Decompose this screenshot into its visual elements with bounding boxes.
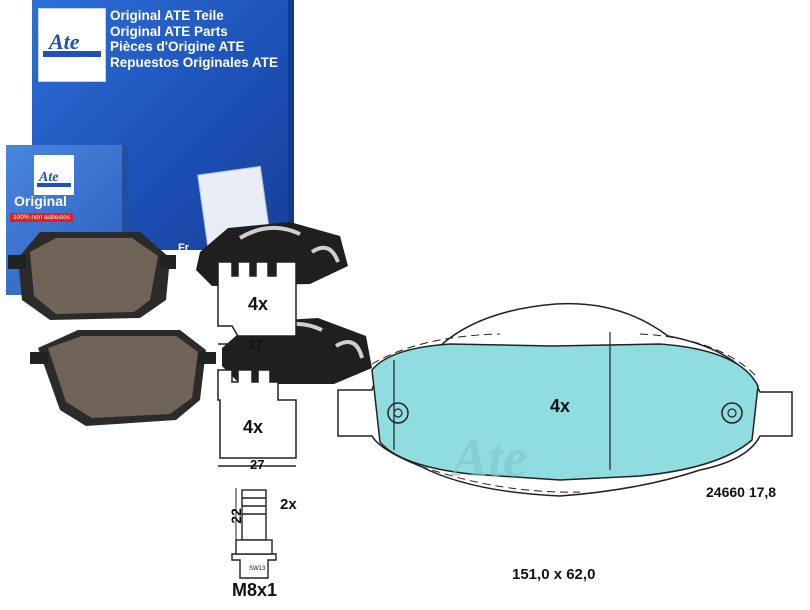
bolt-drawing <box>231 488 277 579</box>
ate-watermark: Ate <box>449 428 527 488</box>
brake-pad-photo-2 <box>30 330 216 426</box>
main-pad-diagram: Ate <box>337 302 793 497</box>
original-label: Original <box>14 193 67 209</box>
small-pad-quantity-1: 4x <box>248 294 269 314</box>
brake-pad-photo-1 <box>8 232 176 320</box>
box-label: Original ATE Teile Original ATE Parts Pi… <box>110 8 278 70</box>
box-line-de: Original ATE Teile <box>110 8 224 23</box>
bolt-length: 22 <box>227 508 244 524</box>
main-pad-quantity: 4x <box>550 396 571 416</box>
small-pad-outline-1 <box>217 261 297 345</box>
bolt-quantity: 2x <box>280 496 297 513</box>
small-logo-text: Ate <box>38 170 58 185</box>
ate-logo: Ate <box>38 8 106 82</box>
backing-plate-1 <box>196 222 348 286</box>
box-line-en: Original ATE Parts <box>110 23 228 39</box>
box-side-label: Fr <box>178 242 189 254</box>
part-code: 24660 17,8 <box>706 484 777 500</box>
small-pad-width-2: 27 <box>250 457 265 472</box>
box-line-es: Repuestos Originales ATE <box>110 54 279 70</box>
small-pad-width-1: 27 <box>248 337 263 352</box>
bolt-thread: M8x1 <box>232 580 278 600</box>
box-line-fr: Pièces d'Origine ATE <box>110 39 245 54</box>
small-pad-quantity-2: 4x <box>243 417 264 437</box>
small-ate-logo: Ate <box>34 155 74 195</box>
bolt-wrench-size: SW13 <box>249 566 266 572</box>
pad-dimensions: 151,0 x 62,0 <box>512 566 596 583</box>
ate-logo-text: Ate <box>47 29 80 54</box>
small-pad-outline-2 <box>217 369 297 467</box>
asbestos-badge: 100% non asbestos <box>10 213 74 222</box>
